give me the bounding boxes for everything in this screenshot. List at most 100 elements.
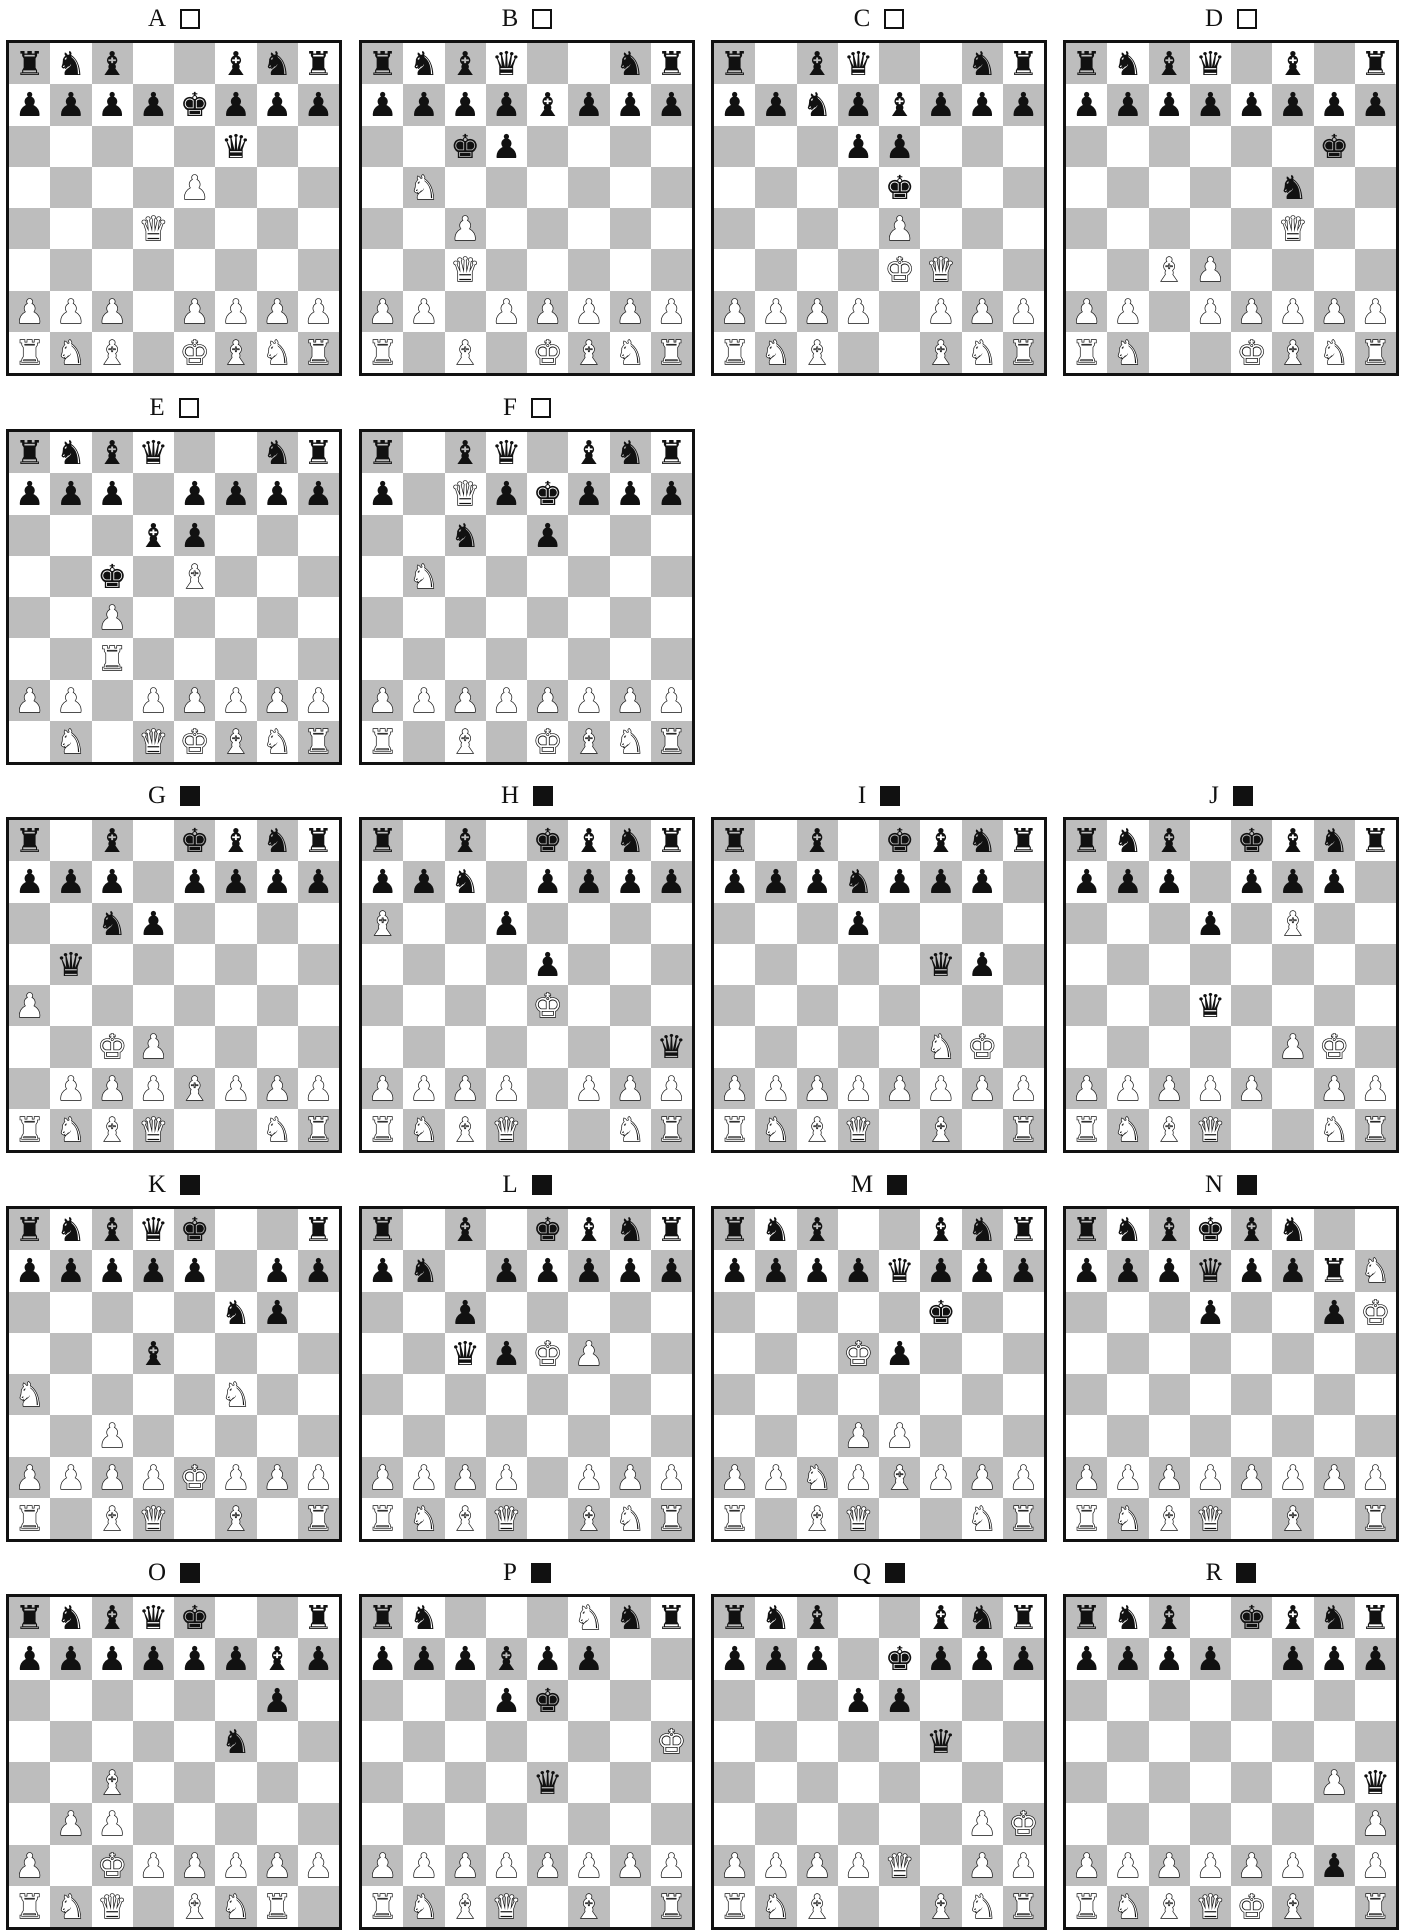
board-square: ♜ bbox=[651, 721, 692, 762]
board-square bbox=[1231, 1498, 1272, 1539]
black-pawn-icon: ♟ bbox=[368, 1642, 398, 1675]
board-square: ♝ bbox=[1272, 820, 1313, 861]
diagram-label: H bbox=[501, 781, 519, 811]
board-square: ♟ bbox=[714, 84, 755, 125]
board-square: ♟ bbox=[215, 1845, 256, 1886]
white-pawn-icon: ♟ bbox=[368, 1849, 398, 1882]
white-pawn-icon: ♟ bbox=[967, 1849, 997, 1882]
black-bishop-icon: ♝ bbox=[1278, 824, 1308, 857]
board-square: ♞ bbox=[797, 1457, 838, 1498]
chess-board: ♜♞♝♚♝♞♜♟♟♟♟♟♟♟♟♛♟♟♟♟♟♟♟♟♟♜♞♝♛♚♝♜ bbox=[1063, 1594, 1399, 1930]
white-pawn-icon: ♟ bbox=[574, 295, 604, 328]
white-pawn-icon: ♟ bbox=[97, 1419, 127, 1452]
board-square: ♟ bbox=[755, 1638, 796, 1679]
board-square bbox=[298, 1762, 339, 1803]
board-square bbox=[1272, 1109, 1313, 1150]
black-to-move-icon bbox=[180, 1175, 200, 1195]
board-square: ♜ bbox=[651, 1886, 692, 1927]
white-pawn-icon: ♟ bbox=[926, 295, 956, 328]
board-square bbox=[797, 249, 838, 290]
board-square: ♞ bbox=[215, 1374, 256, 1415]
black-pawn-icon: ♟ bbox=[720, 1254, 750, 1287]
board-square: ♟ bbox=[568, 84, 609, 125]
board-square bbox=[568, 985, 609, 1026]
board-square: ♚ bbox=[527, 721, 568, 762]
black-to-move-icon bbox=[532, 1175, 552, 1195]
board-square bbox=[879, 1109, 920, 1150]
board-square bbox=[257, 1498, 298, 1539]
board-square bbox=[486, 1415, 527, 1456]
white-pawn-icon: ♟ bbox=[180, 295, 210, 328]
board-square: ♞ bbox=[445, 861, 486, 902]
board-square: ♚ bbox=[1190, 1209, 1231, 1250]
board-square bbox=[797, 167, 838, 208]
black-knight-icon: ♞ bbox=[615, 824, 645, 857]
board-square: ♝ bbox=[797, 1597, 838, 1638]
board-square bbox=[920, 43, 961, 84]
board-square: ♜ bbox=[362, 820, 403, 861]
board-square: ♜ bbox=[1314, 1250, 1355, 1291]
black-pawn-icon: ♟ bbox=[885, 1337, 915, 1370]
white-rook-icon: ♜ bbox=[1009, 336, 1039, 369]
board-square bbox=[714, 1292, 755, 1333]
board-square bbox=[714, 1680, 755, 1721]
black-knight-icon: ♞ bbox=[262, 824, 292, 857]
black-pawn-icon: ♟ bbox=[1237, 88, 1267, 121]
black-pawn-icon: ♟ bbox=[1196, 907, 1226, 940]
black-pawn-icon: ♟ bbox=[1009, 1254, 1039, 1287]
board-square: ♟ bbox=[403, 1845, 444, 1886]
board-square: ♞ bbox=[403, 1886, 444, 1927]
board-square: ♟ bbox=[92, 1415, 133, 1456]
board-square: ♝ bbox=[445, 1109, 486, 1150]
board-square: ♜ bbox=[651, 1597, 692, 1638]
board-square: ♟ bbox=[257, 84, 298, 125]
board-square bbox=[714, 1374, 755, 1415]
board-square: ♝ bbox=[879, 84, 920, 125]
board-square bbox=[797, 944, 838, 985]
board-square bbox=[1231, 985, 1272, 1026]
board-square bbox=[714, 1762, 755, 1803]
white-knight-icon: ♞ bbox=[761, 336, 791, 369]
board-square: ♟ bbox=[1314, 1638, 1355, 1679]
board-square bbox=[838, 1803, 879, 1844]
board-square: ♚ bbox=[1231, 820, 1272, 861]
board-square: ♜ bbox=[362, 332, 403, 373]
board-square bbox=[445, 1721, 486, 1762]
black-pawn-icon: ♟ bbox=[967, 1642, 997, 1675]
black-pawn-icon: ♟ bbox=[1154, 1642, 1184, 1675]
board-square bbox=[403, 208, 444, 249]
board-square: ♝ bbox=[797, 820, 838, 861]
board-square bbox=[9, 1415, 50, 1456]
board-square bbox=[1107, 985, 1148, 1026]
board-square bbox=[1231, 1333, 1272, 1374]
board-square bbox=[1190, 126, 1231, 167]
board-square bbox=[1107, 208, 1148, 249]
board-square bbox=[568, 167, 609, 208]
black-pawn-icon: ♟ bbox=[368, 1254, 398, 1287]
board-square bbox=[651, 1638, 692, 1679]
white-pawn-icon: ♟ bbox=[802, 1072, 832, 1105]
board-square bbox=[755, 1415, 796, 1456]
board-square bbox=[133, 1292, 174, 1333]
board-square: ♟ bbox=[133, 1068, 174, 1109]
board-square bbox=[1107, 1374, 1148, 1415]
black-king-icon: ♚ bbox=[533, 1213, 563, 1246]
board-square: ♞ bbox=[1107, 1597, 1148, 1638]
board-square bbox=[174, 208, 215, 249]
diagram-j: J♜♞♝♚♝♞♜♟♟♟♟♟♟♟♝♛♟♚♟♟♟♟♟♟♟♜♞♝♛♞♜ bbox=[1063, 777, 1399, 1149]
board-square: ♟ bbox=[1107, 1068, 1148, 1109]
chess-board: ♜♞♞♞♜♟♟♟♝♟♟♟♚♚♛♟♟♟♟♟♟♟♟♜♞♝♛♝♜ bbox=[359, 1594, 695, 1930]
board-square: ♟ bbox=[486, 126, 527, 167]
board-square bbox=[920, 985, 961, 1026]
board-square: ♟ bbox=[1272, 1638, 1313, 1679]
board-square: ♜ bbox=[298, 1109, 339, 1150]
board-square: ♟ bbox=[962, 861, 1003, 902]
board-square bbox=[174, 1374, 215, 1415]
board-square bbox=[403, 944, 444, 985]
white-rook-icon: ♜ bbox=[1361, 1502, 1391, 1535]
board-square bbox=[527, 903, 568, 944]
board-square: ♟ bbox=[1272, 291, 1313, 332]
black-pawn-icon: ♟ bbox=[368, 88, 398, 121]
black-rook-icon: ♜ bbox=[304, 824, 334, 857]
board-square bbox=[962, 985, 1003, 1026]
